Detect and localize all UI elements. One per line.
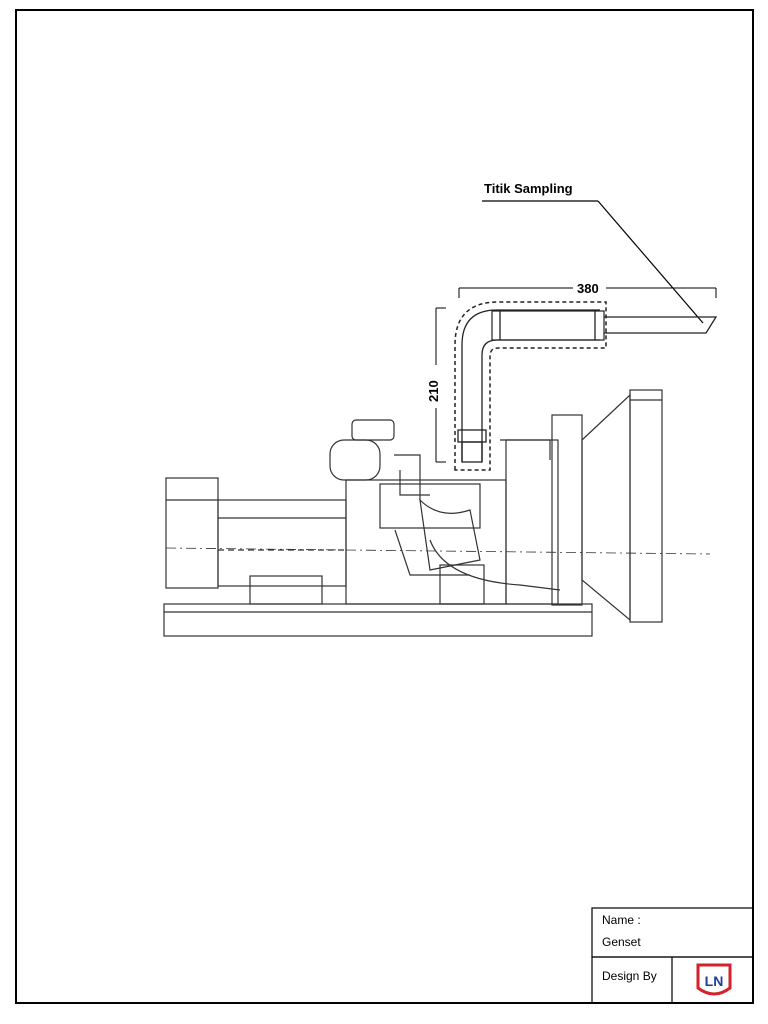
dimension-vertical-210 [435,307,446,463]
title-block-design-label: Design By [602,969,657,983]
dimension-label-vertical: 210 [426,380,441,402]
sheet-border [15,9,754,1004]
sampling-point-label: Titik Sampling [484,181,573,196]
genset-drawing [163,389,711,637]
sampling-leader [482,200,704,324]
exhaust-pipe [454,301,718,471]
company-logo: LN [696,963,732,996]
title-block-name-label: Name : [602,913,641,927]
logo-text: LN [705,973,724,989]
dimension-horizontal-380 [458,287,717,298]
title-block-name-value: Genset [602,935,641,949]
dimension-label-horizontal: 380 [577,281,599,296]
title-block [591,907,754,1004]
